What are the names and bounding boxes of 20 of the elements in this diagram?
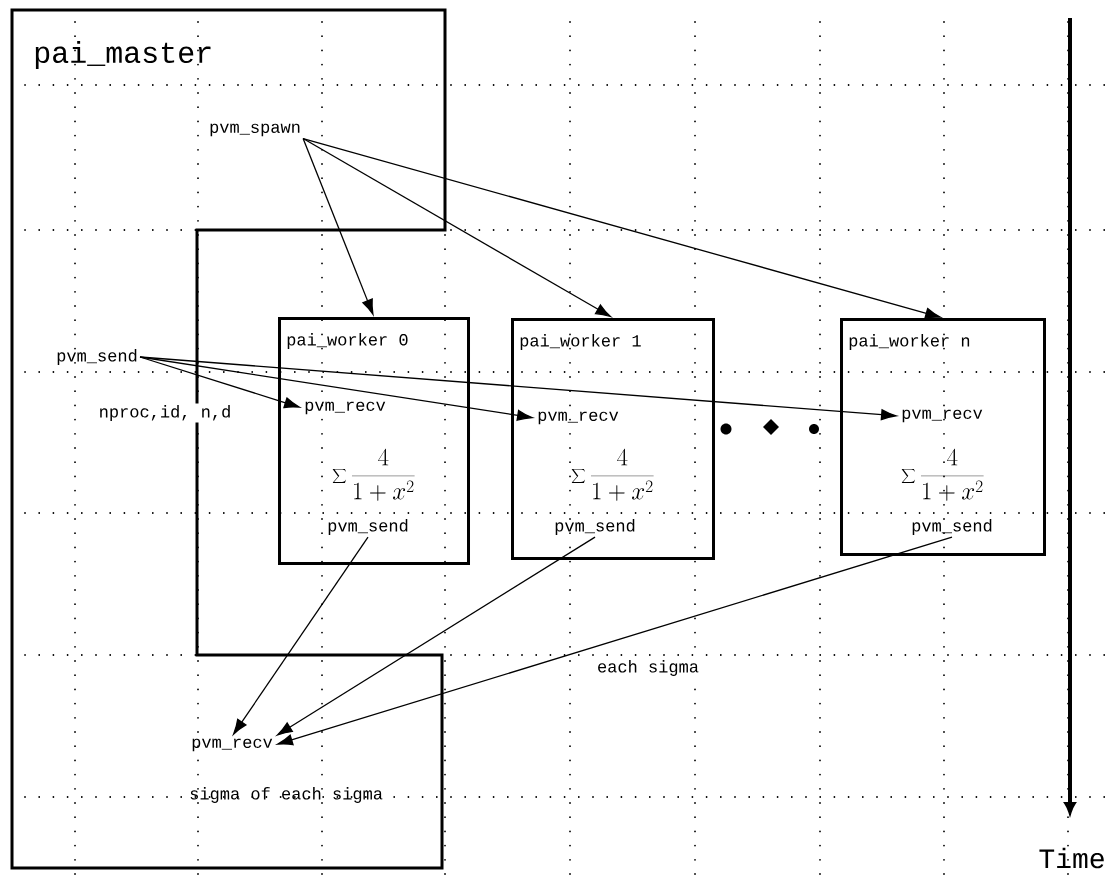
- arrow: [277, 536, 953, 746]
- arrow: [233, 536, 369, 735]
- call-label: pvm_spawn: [210, 123, 300, 137]
- axis-label: Time: [1039, 847, 1104, 869]
- call-label: pvm_send: [912, 519, 992, 535]
- call-label: pvm_send: [328, 519, 408, 535]
- arrow: [302, 137, 612, 318]
- call-label: pvm_recv: [305, 401, 386, 415]
- call-label: pvm_recv: [192, 738, 273, 752]
- arrow: [302, 137, 374, 315]
- arrow: [276, 536, 596, 736]
- call-label: pvm_send: [555, 519, 635, 535]
- arrow: [302, 137, 941, 319]
- call-label: pvm_recv: [902, 409, 983, 423]
- call-label: pvm_recv: [538, 411, 619, 425]
- arrow: [139, 356, 897, 421]
- call-label: pvm_send: [57, 349, 137, 365]
- edge-label: nproc,id, n,d: [97, 403, 233, 423]
- edge-label: each sigma: [595, 658, 701, 678]
- note-text: sigma of each sigma: [190, 787, 383, 803]
